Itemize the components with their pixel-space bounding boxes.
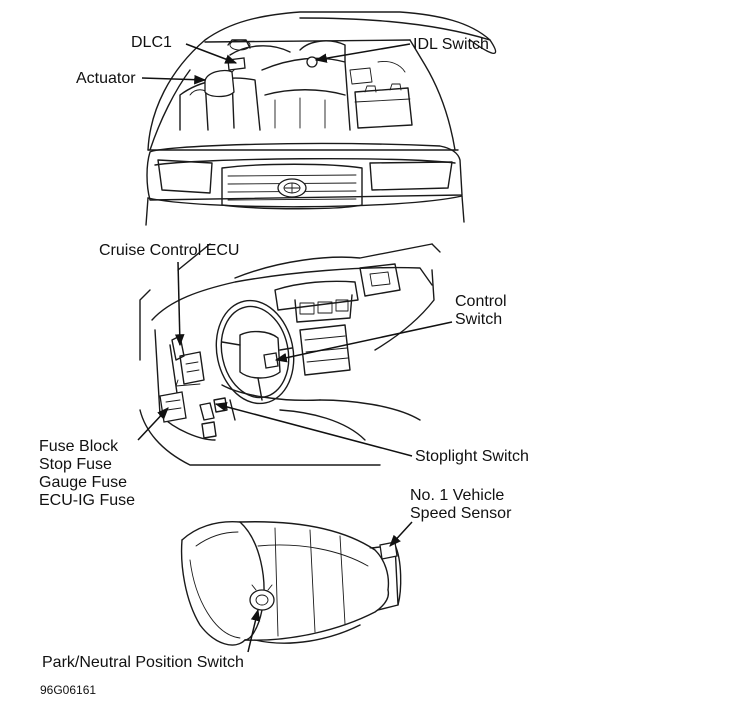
control-switch-label-line1: Control <box>455 293 507 310</box>
dashboard-illustration <box>139 243 441 466</box>
cruise-control-ecu-label: Cruise Control ECU <box>99 242 240 259</box>
dlc1-leader <box>185 43 238 64</box>
actuator-leader <box>141 74 207 85</box>
control-switch-leader <box>274 321 453 363</box>
fuse-block-label: Fuse Block Stop Fuse Gauge Fuse ECU-IG F… <box>39 438 135 510</box>
idl-switch-label: IDL Switch <box>413 36 489 53</box>
control-switch-label-line2: Switch <box>455 311 503 328</box>
idl-switch-leader <box>314 43 411 63</box>
speed-sensor-label: No. 1 Vehicle Speed Sensor <box>410 487 511 523</box>
fuse-block-label-line2: Stop Fuse <box>39 456 112 473</box>
speed-sensor-label-line2: Speed Sensor <box>410 505 512 522</box>
control-switch-label: Control Switch <box>455 293 507 329</box>
fuse-block-label-line4: ECU-IG Fuse <box>39 492 136 509</box>
transmission-illustration <box>180 520 402 646</box>
speed-sensor-leader <box>389 521 413 547</box>
actuator-label: Actuator <box>76 70 136 87</box>
stoplight-switch-label: Stoplight Switch <box>415 448 529 465</box>
fuse-block-label-line3: Gauge Fuse <box>39 474 128 491</box>
stoplight-switch-leader <box>214 402 413 457</box>
speed-sensor-label-line1: No. 1 Vehicle <box>410 487 505 504</box>
fuse-block-leader <box>137 407 169 441</box>
cruise-control-ecu-leader <box>174 261 185 347</box>
engine-compartment-illustration <box>145 11 497 226</box>
park-neutral-switch-leader <box>247 608 261 653</box>
dlc1-label: DLC1 <box>131 34 172 51</box>
figure-code: 96G06161 <box>40 683 97 697</box>
fuse-block-label-line1: Fuse Block <box>39 438 119 455</box>
park-neutral-switch-label: Park/Neutral Position Switch <box>42 654 244 671</box>
